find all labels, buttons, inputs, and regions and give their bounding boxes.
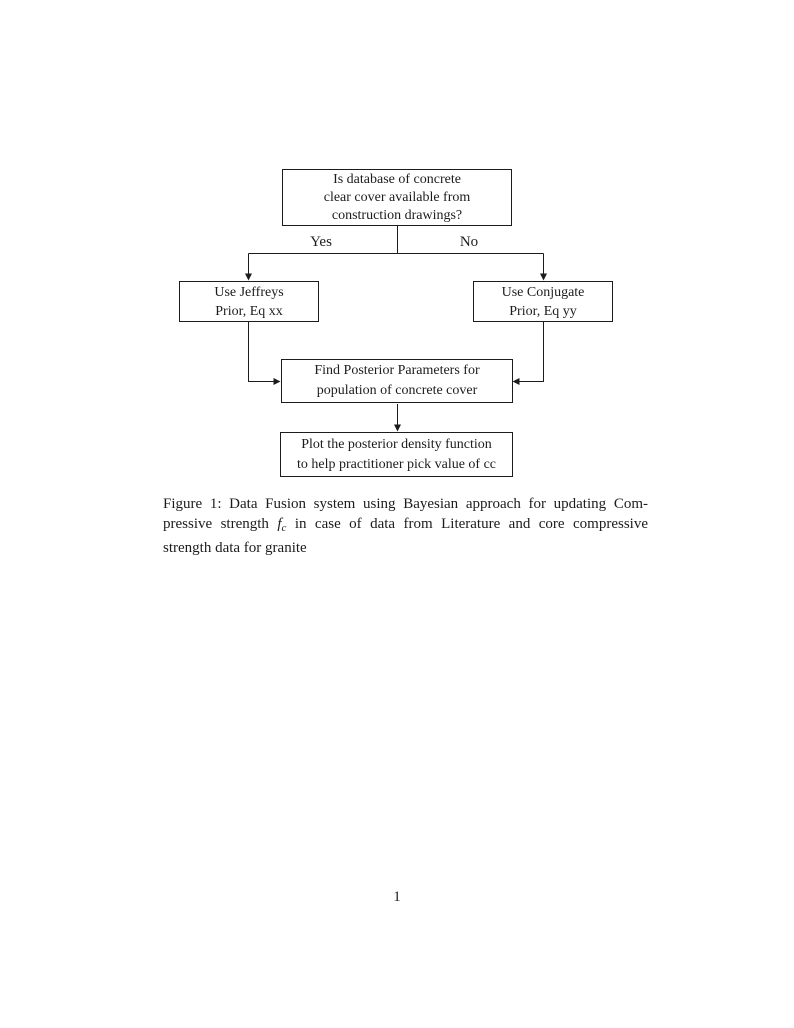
math-fc-subscript: c <box>281 522 287 534</box>
node-line: Prior, Eq xx <box>215 304 283 319</box>
edge-label-yes: Yes <box>310 234 332 250</box>
node-line: clear cover available from <box>323 190 471 205</box>
arrowhead-left-elbow <box>273 378 281 385</box>
node-line: Find Posterior Parameters for <box>314 363 480 378</box>
caption-text: strength data for granite <box>163 540 307 556</box>
node-line: population of concrete cover <box>316 383 478 398</box>
flowchart-node-posterior-parameters: Find Posterior Parameters for population… <box>281 359 513 403</box>
page-number: 1 <box>393 889 401 905</box>
math-fc-variable: f <box>277 516 282 532</box>
node-line: Use Jeffreys <box>214 285 284 300</box>
node-line: Plot the posterior density function <box>301 437 492 452</box>
caption-text: pressive strength <box>163 516 278 532</box>
edge-label-no: No <box>459 234 479 250</box>
figure-caption: Figure 1: Data Fusion system using Bayes… <box>163 494 648 558</box>
connector-left-elbow <box>248 322 274 382</box>
arrowhead-mid <box>394 424 401 432</box>
flowchart-node-plot-density: Plot the posterior density function to h… <box>280 432 513 477</box>
node-line: Use Conjugate <box>501 285 585 300</box>
caption-line-2: pressive strength fc in case of data fro… <box>163 514 648 538</box>
arrowhead-right-elbow <box>512 378 520 385</box>
caption-text: in case of data from Literature and core… <box>286 516 648 532</box>
arrowhead-no <box>540 273 547 281</box>
flowchart-node-jeffreys-prior: Use Jeffreys Prior, Eq xx <box>179 281 319 322</box>
connector-right-elbow <box>519 322 544 382</box>
flowchart-node-conjugate-prior: Use Conjugate Prior, Eq yy <box>473 281 613 322</box>
arrowhead-yes <box>245 273 252 281</box>
caption-text: Figure 1: Data Fusion system using Bayes… <box>163 496 648 512</box>
flowchart-node-decision: Is database of concrete clear cover avai… <box>282 169 512 226</box>
node-line: construction drawings? <box>331 208 463 223</box>
caption-line-3: strength data for granite <box>163 538 648 558</box>
node-line: to help practitioner pick value of cc <box>296 457 497 472</box>
node-line: Is database of concrete <box>333 172 461 187</box>
node-line: Prior, Eq yy <box>509 304 577 319</box>
caption-line-1: Figure 1: Data Fusion system using Bayes… <box>163 494 648 514</box>
